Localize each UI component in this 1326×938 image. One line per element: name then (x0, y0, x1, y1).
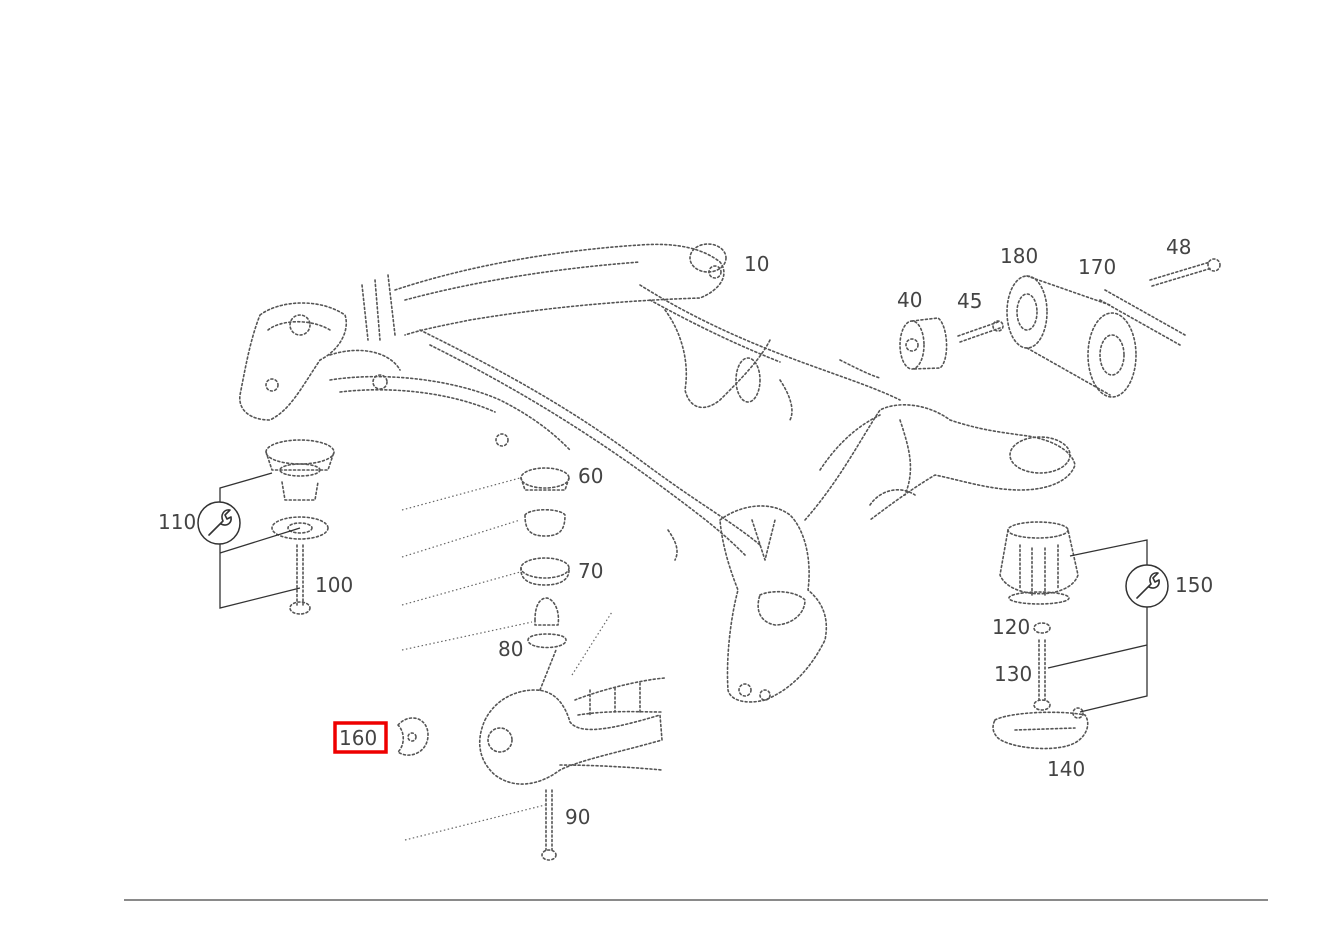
callout-10[interactable]: 10 (744, 252, 769, 276)
wrench-icon[interactable] (197, 501, 241, 545)
part-80-stop[interactable] (527, 597, 567, 649)
part-100-bolt[interactable] (289, 544, 311, 615)
rear-axle-subframe[interactable] (239, 243, 1076, 703)
svg-text:10: 10 (744, 252, 769, 276)
svg-text:80: 80 (498, 637, 523, 661)
selected-callout-highlight (333, 721, 388, 754)
control-arm[interactable] (479, 649, 666, 785)
callout-180[interactable]: 180 (1000, 244, 1038, 268)
svg-text:40: 40 (897, 288, 922, 312)
part-150-mount-bushing[interactable] (999, 521, 1079, 605)
svg-text:130: 130 (994, 662, 1032, 686)
svg-text:140: 140 (1047, 757, 1085, 781)
callout-170[interactable]: 170 (1078, 255, 1116, 279)
svg-text:45: 45 (957, 289, 982, 313)
callout-90[interactable]: 90 (565, 805, 590, 829)
svg-text:48: 48 (1166, 235, 1191, 259)
callout-48[interactable]: 48 (1166, 235, 1191, 259)
part-90-bolt[interactable] (541, 789, 557, 861)
part-70-bushing[interactable] (520, 557, 570, 586)
part-60-bushing[interactable] (520, 467, 570, 537)
callout-80[interactable]: 80 (498, 637, 523, 661)
svg-text:150: 150 (1175, 573, 1213, 597)
svg-text:170: 170 (1078, 255, 1116, 279)
svg-text:100: 100 (315, 573, 353, 597)
svg-text:160: 160 (339, 726, 377, 750)
callout-160[interactable]: 160 (333, 721, 388, 754)
callout-120[interactable]: 120 (992, 615, 1030, 639)
callout-130[interactable]: 130 (994, 662, 1032, 686)
part-130-bolt[interactable] (1033, 639, 1051, 711)
callout-140[interactable]: 140 (1047, 757, 1085, 781)
svg-text:110: 110 (158, 510, 196, 534)
part-140-plate[interactable] (992, 707, 1089, 750)
part-40-bushing[interactable] (899, 317, 948, 370)
part-170-mount[interactable] (1087, 289, 1186, 398)
callout-150[interactable]: 150 (1175, 573, 1213, 597)
callout-100[interactable]: 100 (315, 573, 353, 597)
callout-70[interactable]: 70 (578, 559, 603, 583)
part-120-nut[interactable] (1033, 622, 1051, 634)
callout-60[interactable]: 60 (578, 464, 603, 488)
part-45-bolt[interactable] (957, 320, 1004, 343)
part-160-clip[interactable] (397, 717, 429, 756)
part-48-screw[interactable] (1149, 258, 1221, 287)
leader-lines (219, 472, 1148, 841)
wrench-icon[interactable] (1125, 564, 1169, 608)
callout-45[interactable]: 45 (957, 289, 982, 313)
part-180-mount[interactable] (1006, 275, 1111, 396)
svg-text:180: 180 (1000, 244, 1038, 268)
svg-text:120: 120 (992, 615, 1030, 639)
svg-text:70: 70 (578, 559, 603, 583)
svg-text:90: 90 (565, 805, 590, 829)
part-110-mount-assembly[interactable] (265, 439, 335, 540)
svg-text:60: 60 (578, 464, 603, 488)
callout-40[interactable]: 40 (897, 288, 922, 312)
callout-110[interactable]: 110 (158, 510, 196, 534)
